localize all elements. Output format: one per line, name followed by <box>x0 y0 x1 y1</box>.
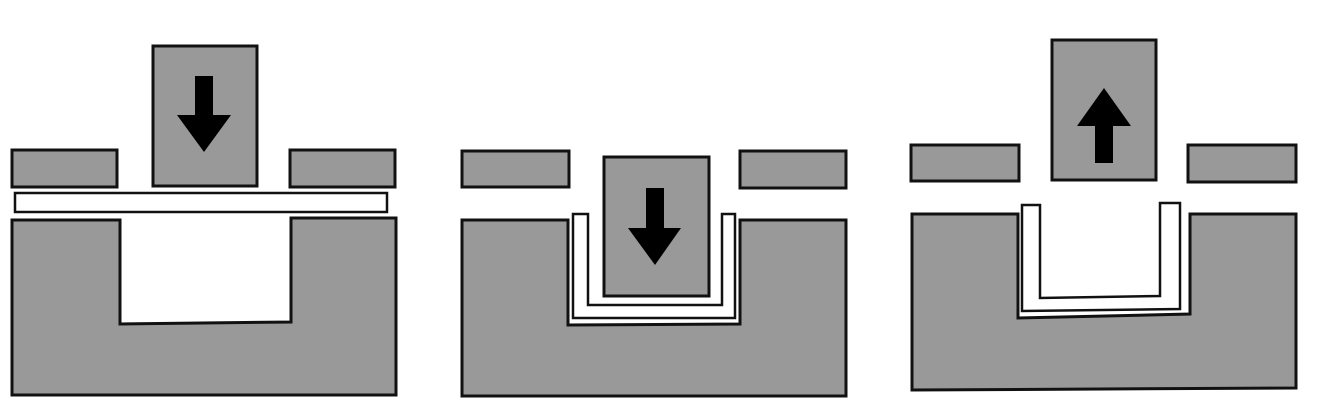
arrow-up-icon <box>1077 88 1131 163</box>
die-block <box>10 216 398 397</box>
blank-sheet <box>13 191 389 214</box>
blank-holder-right <box>1186 143 1298 184</box>
drawn-sheet <box>571 212 737 320</box>
die-block <box>460 218 848 398</box>
arrow-down-icon <box>177 76 231 152</box>
arrow-down-icon <box>628 188 681 265</box>
blank-holder-left <box>10 148 119 189</box>
blank-holder-left <box>909 143 1021 183</box>
blank-holder-right <box>288 148 397 189</box>
blank-holder-left <box>460 149 571 189</box>
stage-1-before-forming <box>10 44 398 397</box>
formed-cup <box>1020 201 1182 313</box>
stage-3-punch-retract <box>909 38 1298 392</box>
die-block <box>910 212 1298 392</box>
blank-holder-right <box>738 149 848 190</box>
stage-2-drawing <box>460 149 848 398</box>
